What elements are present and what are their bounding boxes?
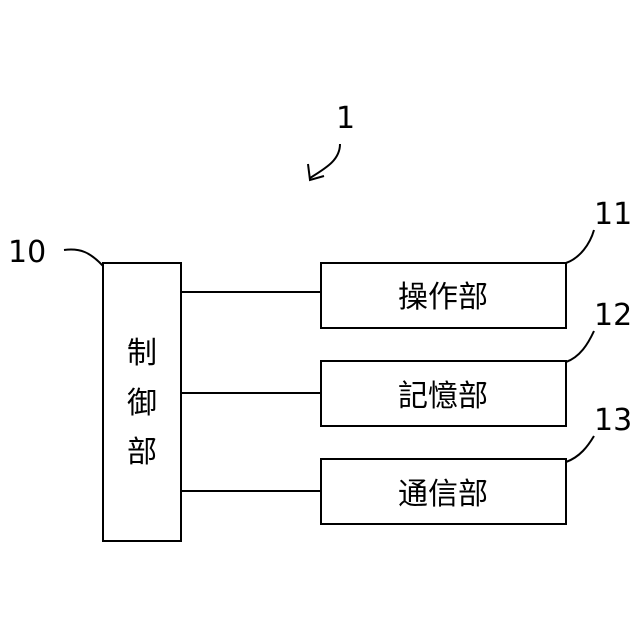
operation-unit-leader bbox=[566, 230, 594, 263]
control-unit-leader bbox=[64, 250, 103, 266]
storage-unit-label: 記憶部 bbox=[398, 379, 488, 414]
communication-unit-leader bbox=[566, 436, 594, 462]
operation-unit-ref-number: 11 bbox=[594, 197, 632, 232]
system-arrow-head bbox=[308, 164, 324, 180]
communication-unit-ref-number: 13 bbox=[594, 403, 632, 438]
communication-unit-label: 通信部 bbox=[398, 477, 488, 512]
storage-unit-ref-number: 12 bbox=[594, 298, 632, 333]
control-unit-ref-number: 10 bbox=[8, 235, 46, 270]
system-ref-number: 1 bbox=[336, 101, 355, 136]
control-unit-label-char-3: 部 bbox=[127, 435, 157, 470]
control-unit-label-char-2: 御 bbox=[127, 386, 157, 421]
storage-unit-leader bbox=[566, 331, 594, 362]
operation-unit-label: 操作部 bbox=[398, 280, 488, 315]
control-unit-label-char-1: 制 bbox=[127, 336, 157, 371]
system-arrow bbox=[310, 144, 340, 178]
